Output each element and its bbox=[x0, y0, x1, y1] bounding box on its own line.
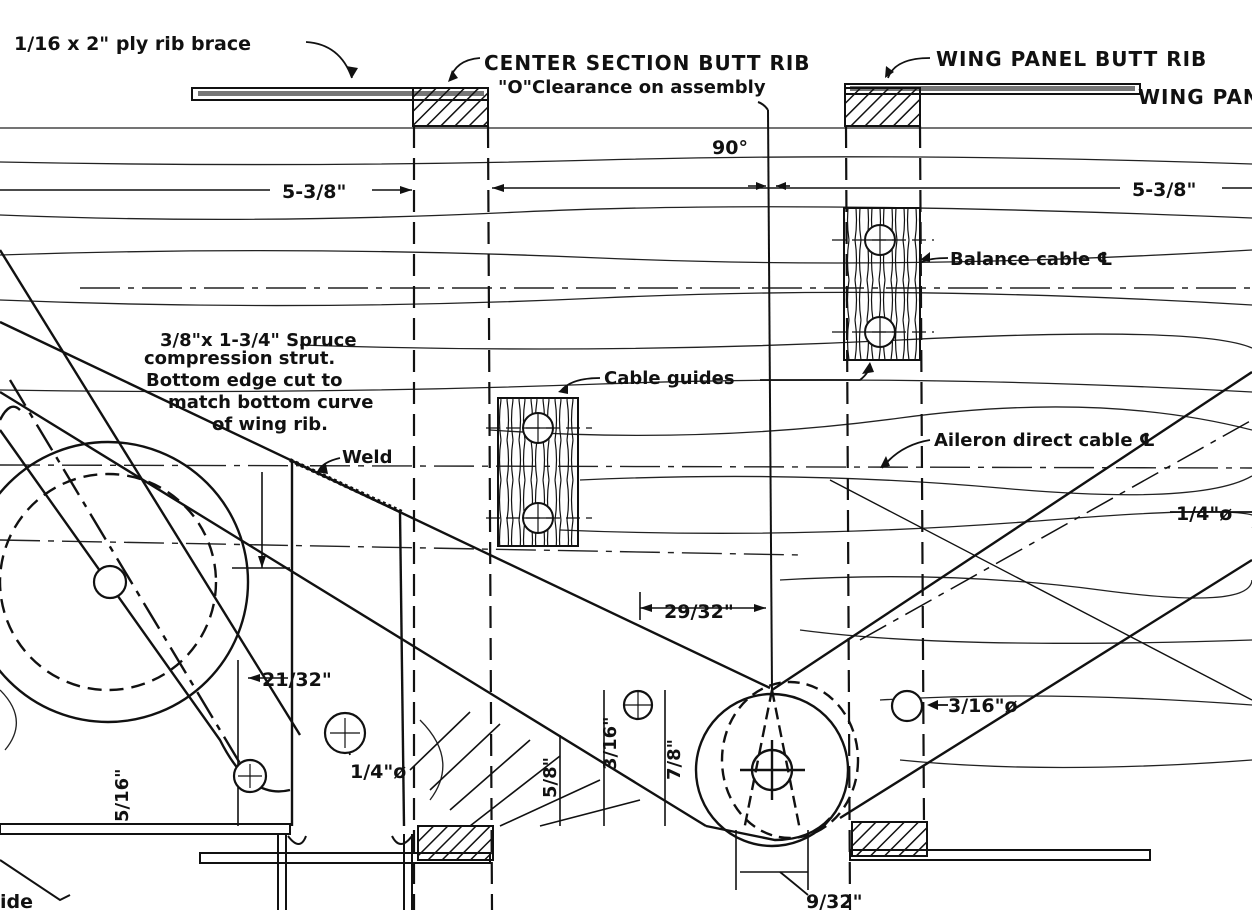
label-aileron-direct-cable: Aileron direct cable ℄ bbox=[934, 430, 1155, 451]
bottom-hardware bbox=[0, 834, 413, 910]
label-strut-line5: of wing rib. bbox=[212, 414, 328, 435]
weld-line bbox=[289, 458, 403, 514]
drawing-labels: 1/16 x 2" ply rib brace CENTER SECTION B… bbox=[0, 33, 1252, 913]
label-angle-90: 90° bbox=[712, 137, 748, 159]
label-dim-1-4-dia: 1/4"ø bbox=[350, 761, 406, 783]
centerlines bbox=[0, 287, 1252, 556]
label-dim-5-3-8-left: 5-3/8" bbox=[282, 181, 346, 203]
label-dim-5-16: 5/16" bbox=[112, 768, 133, 822]
dimension-lines bbox=[0, 185, 1252, 890]
label-ply-rib-brace: 1/16 x 2" ply rib brace bbox=[14, 33, 251, 55]
label-dim-7-8: 7/8" bbox=[664, 739, 685, 780]
hole-crosses bbox=[238, 691, 652, 788]
label-dia-1-4-right: 1/4"ø bbox=[1176, 503, 1232, 525]
label-dim-9-32: 9/32" bbox=[806, 891, 863, 910]
label-dim-5-3-8-right: 5-3/8" bbox=[1132, 179, 1196, 201]
label-cable-guides: Cable guides bbox=[604, 368, 735, 389]
label-weld: Weld bbox=[342, 447, 392, 468]
label-side-fragment: ide bbox=[0, 891, 33, 910]
label-strut-line2: compression strut. bbox=[144, 348, 335, 369]
pulley-holes bbox=[92, 564, 924, 794]
center-pulley bbox=[694, 680, 860, 848]
label-wing-panel-butt-rib: WING PANEL BUTT RIB bbox=[936, 47, 1207, 71]
label-dim-29-32: 29/32" bbox=[664, 601, 734, 623]
label-strut-line1: 3/8"x 1-3/4" Spruce bbox=[160, 330, 357, 351]
label-balance-cable: Balance cable ℄ bbox=[950, 249, 1113, 270]
label-dim-3-16-vertical: 3/16" bbox=[600, 716, 621, 770]
label-center-section-butt-rib: CENTER SECTION BUTT RIB bbox=[484, 51, 811, 75]
center-line bbox=[757, 101, 773, 691]
butt-rib-sections bbox=[412, 87, 928, 861]
label-wing-pan: WING PAN bbox=[1138, 85, 1252, 109]
label-dim-5-8: 5/8" bbox=[540, 757, 561, 798]
label-strut-line3: Bottom edge cut to bbox=[146, 370, 342, 391]
label-zero-clearance: "O"Clearance on assembly bbox=[498, 77, 766, 98]
cable-guide-blocks bbox=[486, 207, 934, 547]
right-arm bbox=[771, 370, 1252, 820]
hatched-strut-end bbox=[409, 711, 641, 827]
arrow-heads bbox=[248, 66, 938, 710]
label-dim-21-32: 21/32" bbox=[262, 669, 332, 691]
label-strut-line4: match bottom curve bbox=[168, 392, 373, 413]
label-dim-3-16-dia: 3/16"ø bbox=[948, 695, 1018, 717]
